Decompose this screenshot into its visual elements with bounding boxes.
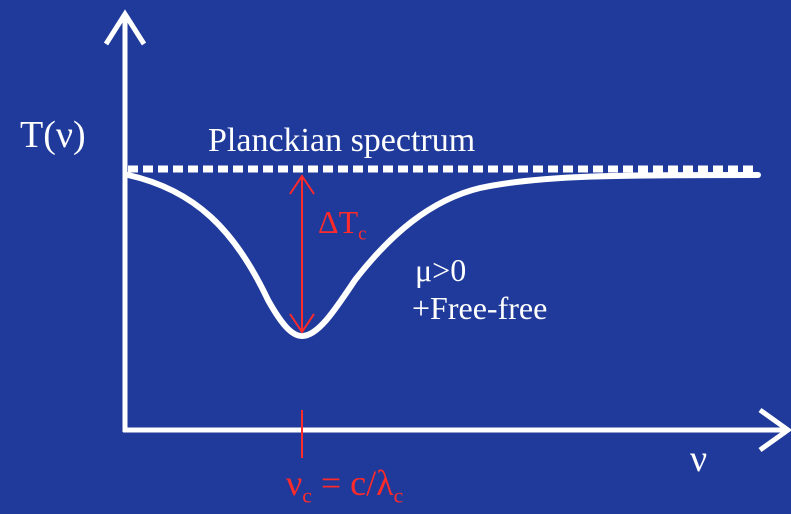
- nu-c-symbol: ν: [286, 463, 303, 503]
- nu-c-subscript: c: [302, 483, 312, 508]
- nu-c-equation: = c/λ: [311, 463, 394, 503]
- y-axis-arrowhead: [103, 9, 147, 46]
- planckian-spectrum-label: Planckian spectrum: [208, 124, 475, 158]
- delta-t-arrow-top: [289, 174, 315, 195]
- y-axis-label-text: T(ν): [20, 114, 86, 156]
- x-axis-label-text: ν: [690, 438, 708, 480]
- free-free-label: +Free-free: [412, 292, 547, 324]
- delta-t-subscript: c: [358, 223, 367, 245]
- mu-label: μ>0: [415, 254, 466, 286]
- delta-t-arrow-bottom: [289, 313, 315, 334]
- distorted-spectrum-curve: [125, 172, 761, 340]
- delta-t-symbol: ΔT: [318, 204, 359, 240]
- x-axis-arrowhead: [758, 407, 791, 453]
- x-axis-label: ν: [690, 440, 707, 478]
- delta-t-label: ΔTc: [318, 204, 367, 244]
- mu-label-text: μ>0: [415, 252, 467, 288]
- nu-c-label: νc = c/λc: [286, 463, 403, 506]
- lambda-c-subscript: c: [393, 483, 404, 508]
- planckian-spectrum-text: Planckian spectrum: [208, 122, 476, 159]
- free-free-label-text: +Free-free: [412, 290, 548, 326]
- y-axis-label: T(ν): [20, 116, 86, 154]
